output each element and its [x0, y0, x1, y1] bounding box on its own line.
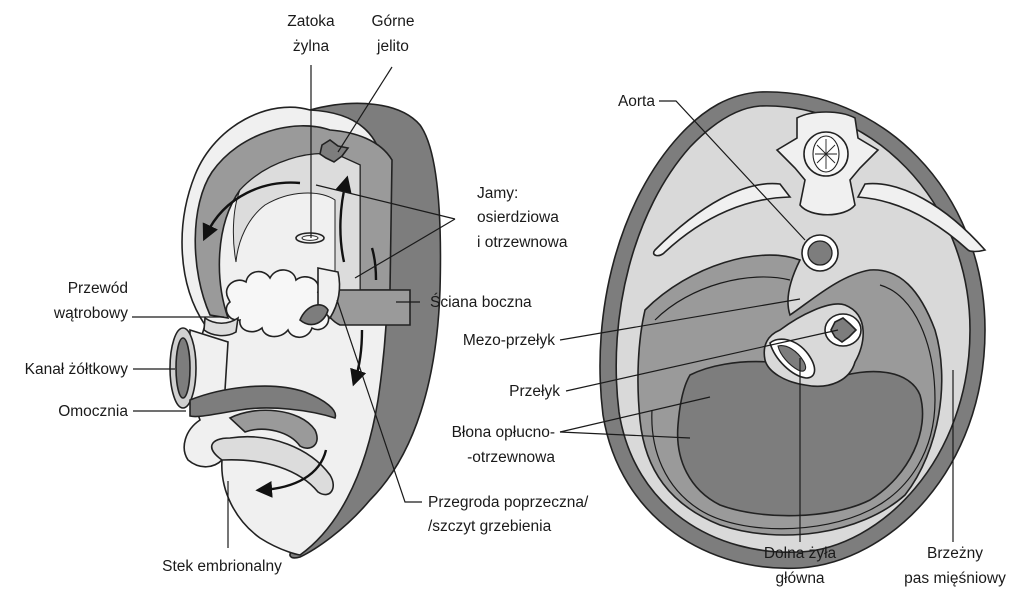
label-jamy-line1: Jamy:: [477, 185, 518, 202]
label-zatoka-line2: żylna: [293, 38, 330, 55]
label-mezo: Mezo-przełyk: [463, 332, 555, 349]
label-zatoka-line1: Zatoka: [287, 13, 335, 30]
liver: [226, 270, 331, 337]
label-przegroda-line2: /szczyt grzebienia: [428, 518, 552, 535]
label-gorne-line2: jelito: [376, 38, 409, 55]
label-aorta: Aorta: [618, 93, 655, 110]
label-gorne-line1: Górne: [371, 13, 414, 30]
label-brzezny-line2: pas mięśniowy: [904, 570, 1006, 587]
transverse-section: [600, 92, 985, 568]
label-kanal: Kanał żółtkowy: [25, 361, 129, 378]
label-stek: Stek embrionalny: [162, 558, 282, 575]
label-przewod-line2: wątrobowy: [53, 305, 128, 322]
label-jamy-line3: i otrzewnowa: [477, 234, 568, 251]
label-brzezny-line1: Brzeżny: [927, 545, 983, 562]
label-blona-line1: Błona opłucno-: [452, 424, 555, 441]
label-blona-line2: -otrzewnowa: [467, 449, 555, 466]
label-przelyk: Przełyk: [509, 383, 560, 400]
label-omocznia: Omocznia: [58, 403, 128, 420]
label-dolna-line2: główna: [775, 570, 824, 587]
sagittal-embryo-section: [170, 103, 440, 557]
label-przewod-line1: Przewód: [68, 280, 128, 297]
label-przegroda-line1: Przegroda poprzeczna/: [428, 494, 589, 511]
label-dolna-line1: Dolna żyła: [764, 545, 837, 562]
label-jamy-line2: osierdziowa: [477, 209, 559, 226]
label-sciana: Ściana boczna: [430, 293, 532, 311]
